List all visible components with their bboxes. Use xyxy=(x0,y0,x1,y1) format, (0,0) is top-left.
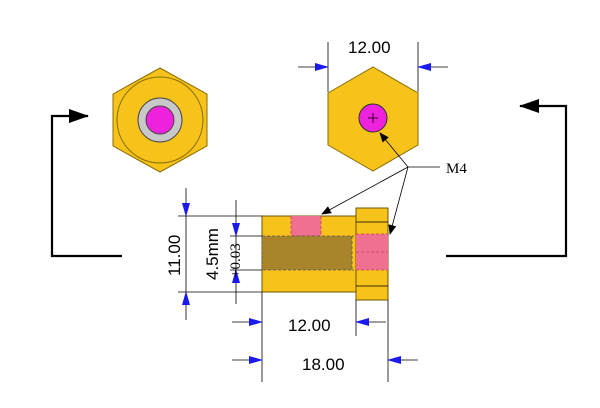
shank-thread-window xyxy=(291,216,321,236)
left-hex-view xyxy=(112,67,208,173)
right-section-arrow xyxy=(446,99,568,258)
height-dimension: 11.00 xyxy=(165,188,262,320)
bore-cavity xyxy=(261,235,353,271)
total-length-label: 18.00 xyxy=(302,355,345,374)
bore-dimension: 4.5mm +0.03 xyxy=(203,200,262,304)
bore-tolerance-label: +0.03 xyxy=(228,243,244,278)
side-view xyxy=(261,207,389,301)
shank-length-label: 12.00 xyxy=(288,316,331,335)
total-length-dimension: 18.00 xyxy=(232,300,418,382)
left-hex-chamfer-ring xyxy=(116,76,204,164)
top-width-dimension: 12.00 xyxy=(298,38,448,92)
thread-callout: M4 xyxy=(321,132,467,235)
top-width-label: 12.00 xyxy=(348,38,391,57)
bore-depth-label: 4.5mm xyxy=(203,228,222,280)
thread-callout-label: M4 xyxy=(446,161,467,177)
left-section-arrow xyxy=(50,109,122,258)
shank-length-dimension: 12.00 xyxy=(232,292,386,336)
right-hex-view xyxy=(327,66,419,172)
left-hex-bore xyxy=(145,105,175,135)
height-label: 11.00 xyxy=(165,235,184,276)
